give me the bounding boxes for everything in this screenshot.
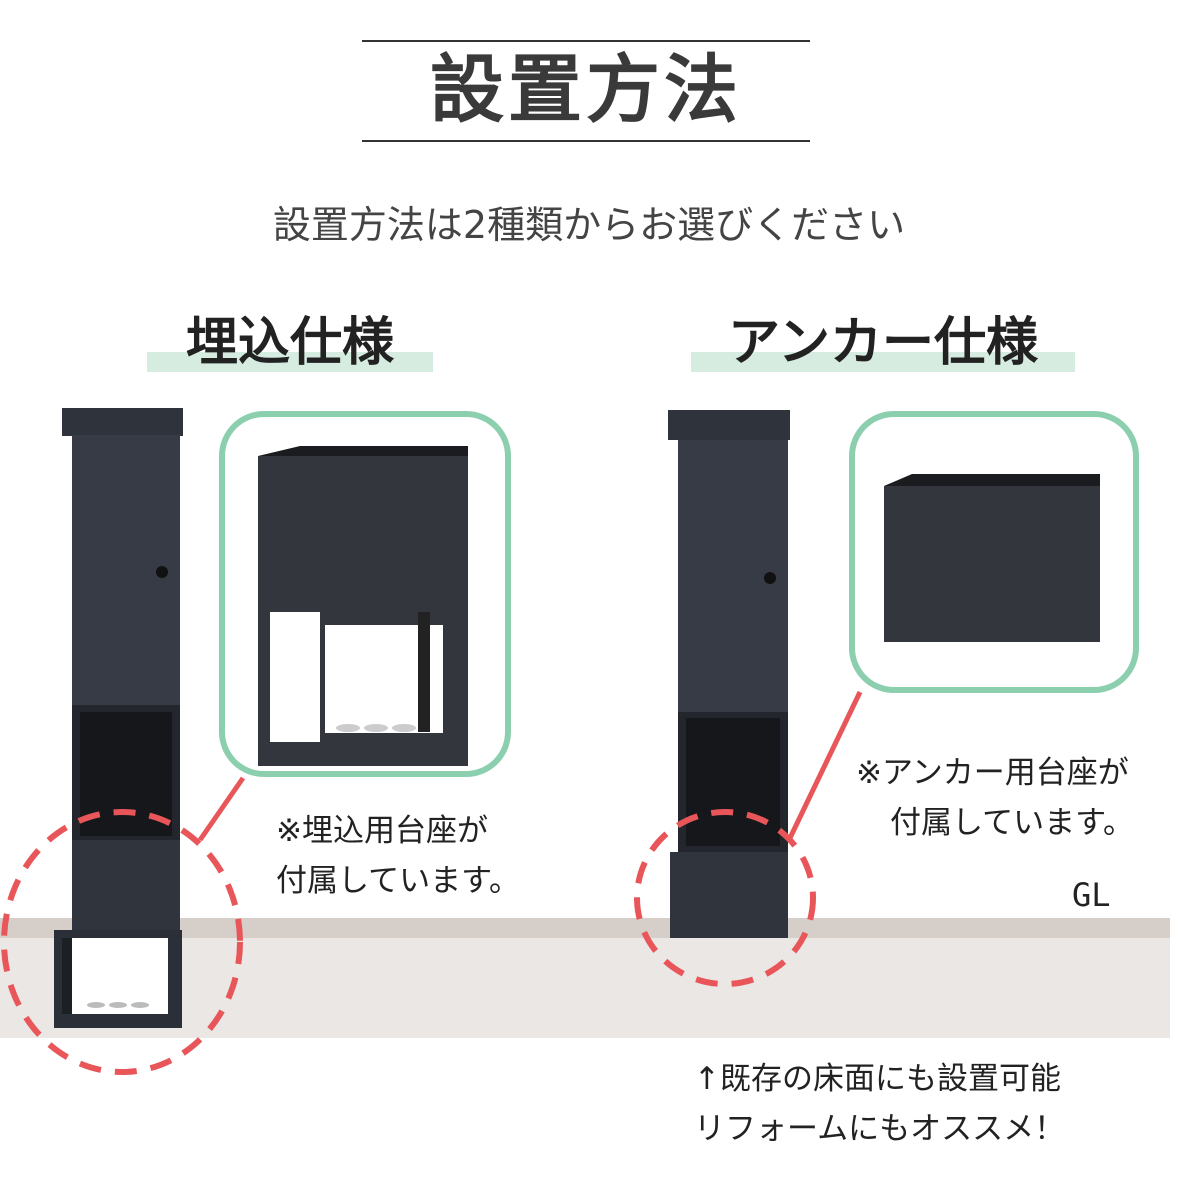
right-heading-underline [691,352,1075,372]
page-title: 設置方法 [362,40,810,142]
anchor-heading: アンカー仕様 [728,313,1038,373]
anchor-post [668,410,790,938]
bottom-note-line2: リフォームにもオススメ！ [694,1111,1066,1147]
embedded-note: ※埋込用台座が 付属しています。 [276,806,520,906]
bottom-note-line1: ↑既存の床面にも設置可能 [694,1061,1061,1097]
embedded-note-line1: ※埋込用台座が [276,813,488,849]
embedded-pointer-line [197,776,246,842]
embedded-post [54,408,183,1028]
embedded-note-line2: 付属しています。 [276,863,520,899]
lock-knob [156,566,168,578]
bottom-note: ↑既存の床面にも設置可能 リフォームにもオススメ！ [694,1054,1065,1154]
anchor-pointer-line [787,690,863,840]
anchor-note: ※アンカー用台座が 付属しています。 [856,748,1134,848]
ground-line [0,918,1170,938]
anchor-note-line1: ※アンカー用台座が [856,755,1129,791]
anchor-note-line2: 付属しています。 [890,805,1134,841]
left-heading-underline [147,352,433,372]
embedded-highlight-circle [1,809,243,1075]
embedded-base-image [258,446,468,766]
anchor-base-image [884,474,1100,642]
lock-knob [764,572,776,584]
embedded-heading: 埋込仕様 [185,313,394,373]
anchor-highlight-circle [634,809,816,987]
subtitle: 設置方法は2種類からお選びください [272,203,906,247]
ground-level-label: GL [1072,876,1111,914]
